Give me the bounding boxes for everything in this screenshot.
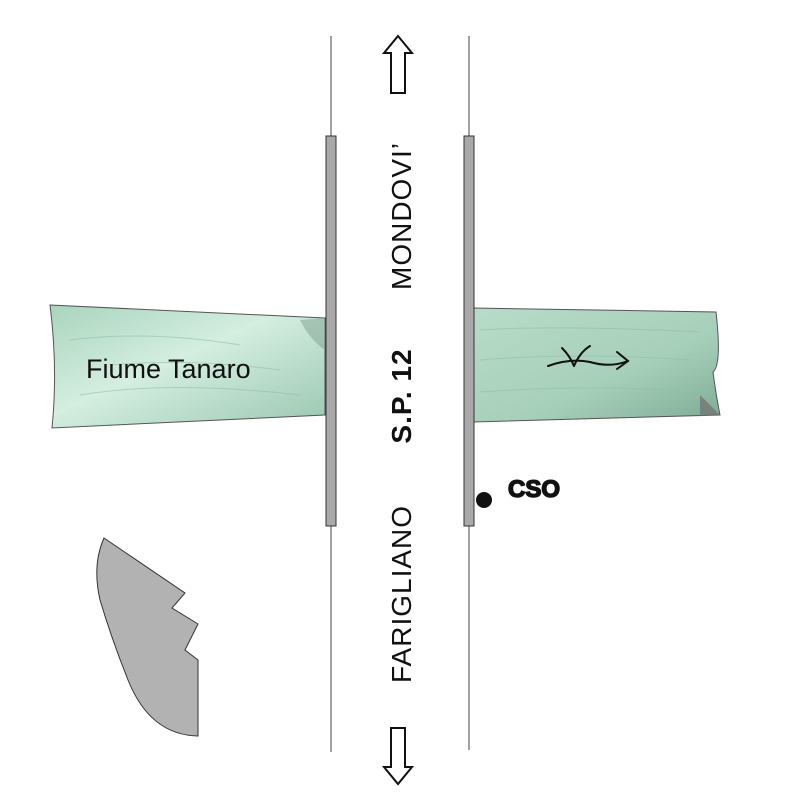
land-parcel xyxy=(96,537,199,737)
cso-marker xyxy=(476,492,492,508)
north-arrow-icon xyxy=(381,34,415,94)
river-right xyxy=(472,307,721,423)
river-left xyxy=(49,304,326,429)
river-label: Fiume Tanaro xyxy=(86,354,251,384)
cso-label: CSO xyxy=(508,476,560,503)
bridge-parapet-left xyxy=(325,135,337,527)
south-arrow-icon xyxy=(381,727,415,786)
road-name-label: S.P. 12 xyxy=(386,348,417,443)
south-destination-label: FARIGLIANO xyxy=(386,505,417,683)
flow-direction-arrow-icon xyxy=(547,345,630,370)
bridge-parapet-right xyxy=(463,135,475,527)
north-destination-label: MONDOVI’ xyxy=(386,142,417,290)
